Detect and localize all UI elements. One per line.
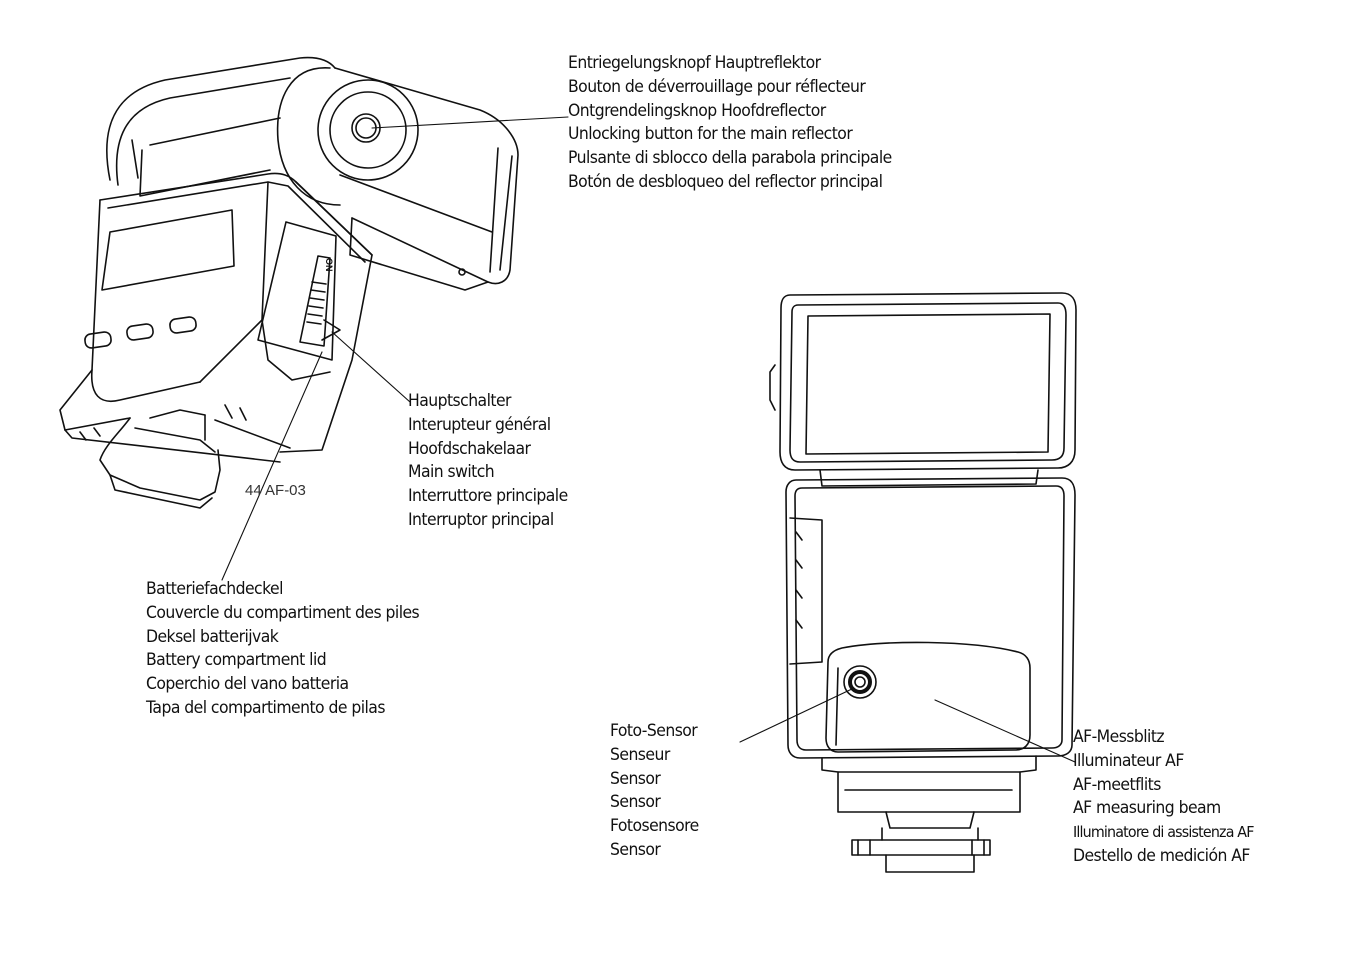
control-button-1[interactable] xyxy=(84,331,112,349)
label-line: Foto-Sensor xyxy=(610,721,698,741)
leader-lines xyxy=(221,116,1076,763)
leader-battery xyxy=(221,351,323,581)
label-line: AF measuring beam xyxy=(1073,798,1221,819)
label-line: Coperchio del vano batteria xyxy=(146,674,349,695)
label-main-reflector-unlock: Entriegelungsknopf Hauptreflektor Bouton… xyxy=(568,52,892,195)
leader-unlock xyxy=(371,116,569,129)
main-switch-slider[interactable] xyxy=(299,255,331,347)
model-code: 44 AF-03 xyxy=(245,482,306,499)
label-line: Botón de desbloqueo del reflector princi… xyxy=(568,171,883,192)
label-line: Pulsante di sblocco della parabola princ… xyxy=(568,148,892,169)
flash-front-view xyxy=(769,292,1077,873)
label-line: Couvercle du compartiment des piles xyxy=(146,602,420,623)
label-line: AF-Messblitz xyxy=(1073,727,1165,747)
label-line: AF-meetflits xyxy=(1073,774,1161,795)
flash-side-view xyxy=(59,56,519,509)
control-button-2[interactable] xyxy=(126,323,154,341)
label-line: Battery compartment lid xyxy=(146,650,327,671)
af-window xyxy=(825,641,1031,753)
label-line: Destello de medición AF xyxy=(1073,845,1250,866)
label-line: Illuminateur AF xyxy=(1073,750,1184,771)
control-button-3[interactable] xyxy=(169,316,197,334)
leader-switch xyxy=(331,331,411,403)
label-line: Sensor xyxy=(610,768,661,789)
label-line: Entriegelungsknopf Hauptreflektor xyxy=(568,53,821,73)
label-line: Ontgrendelingsknop Hoofdreflector xyxy=(568,100,826,121)
label-line: Bouton de déverrouillage pour réflecteur xyxy=(568,76,866,97)
label-line: Interupteur général xyxy=(408,414,551,435)
lcd-display xyxy=(101,209,235,291)
label-line: Deksel batterijvak xyxy=(146,626,279,647)
label-battery-lid: Batteriefachdeckel Couvercle du comparti… xyxy=(146,578,420,721)
label-line: Sensor xyxy=(610,792,661,813)
label-line: Interruttore principale xyxy=(408,486,568,507)
label-line: Sensor xyxy=(610,839,661,860)
label-line: Batteriefachdeckel xyxy=(146,579,283,599)
label-line: Unlocking button for the main reflector xyxy=(568,124,853,145)
label-line: Hauptschalter xyxy=(408,391,511,411)
label-line: Interruptor principal xyxy=(408,509,554,530)
leader-sensor xyxy=(739,687,855,743)
label-af-beam: AF-Messblitz Illuminateur AF AF-meetflit… xyxy=(1073,726,1254,869)
photo-sensor-icon xyxy=(843,665,877,699)
switch-on-marking: ON xyxy=(324,258,334,272)
label-line: Tapa del compartimento de pilas xyxy=(146,697,385,718)
leader-af xyxy=(934,699,1076,763)
label-line: Senseur xyxy=(610,744,670,765)
label-line: Main switch xyxy=(408,462,495,483)
label-photo-sensor: Foto-Sensor Senseur Sensor Sensor Fotose… xyxy=(610,720,699,863)
label-main-switch: Hauptschalter Interupteur général Hoofds… xyxy=(408,390,568,533)
battery-lid-panel xyxy=(257,221,337,361)
label-line: Fotosensore xyxy=(610,816,699,837)
label-line: Hoofdschakelaar xyxy=(408,438,531,459)
label-line: Illuminatore di assistenza AF xyxy=(1073,823,1254,842)
